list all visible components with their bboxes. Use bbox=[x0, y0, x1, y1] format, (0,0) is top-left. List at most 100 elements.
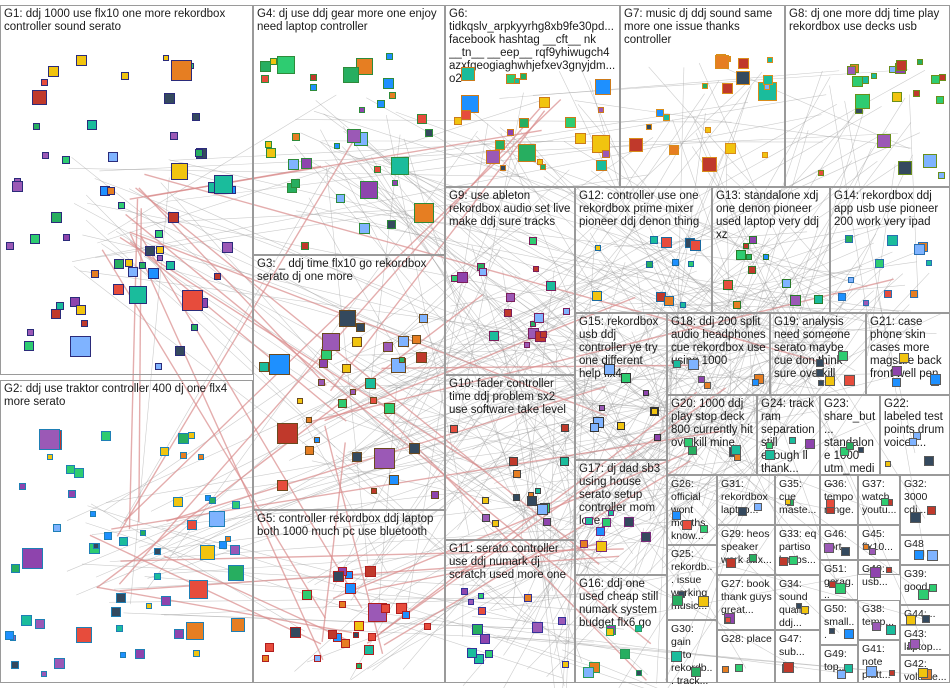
group-box-g5: G5: controller rekordbox ddj laptop both… bbox=[253, 510, 445, 683]
node-icon bbox=[743, 243, 750, 250]
node-icon bbox=[332, 570, 344, 582]
node-icon bbox=[795, 603, 802, 610]
node-icon bbox=[338, 601, 346, 609]
node-icon bbox=[351, 452, 362, 463]
node-icon bbox=[690, 666, 701, 677]
node-icon bbox=[327, 630, 337, 640]
group-box-g30: G30: gain auto rekordb... track... bbox=[667, 620, 717, 687]
node-icon bbox=[116, 593, 127, 604]
node-icon bbox=[735, 70, 750, 85]
node-icon bbox=[642, 389, 649, 396]
node-icon bbox=[163, 93, 175, 105]
node-icon bbox=[687, 358, 699, 370]
node-icon bbox=[41, 151, 49, 159]
node-icon bbox=[921, 614, 930, 623]
node-icon bbox=[68, 490, 77, 499]
group-box-g35: G35: cue maste... bbox=[775, 475, 820, 525]
node-icon bbox=[563, 308, 571, 316]
node-icon bbox=[391, 180, 398, 187]
group-label-g9: G9: use ableton rekordbox audio set live… bbox=[449, 190, 571, 228]
edge bbox=[649, 454, 693, 520]
node-icon bbox=[135, 648, 146, 659]
edge bbox=[844, 100, 926, 557]
node-icon bbox=[467, 599, 474, 606]
edge bbox=[376, 418, 878, 641]
node-icon bbox=[656, 108, 665, 117]
node-icon bbox=[87, 120, 98, 131]
group-label-g48: G48 bbox=[904, 538, 924, 550]
node-icon bbox=[258, 362, 269, 373]
node-icon bbox=[100, 431, 111, 442]
node-icon bbox=[127, 267, 138, 278]
edge bbox=[103, 137, 654, 512]
node-icon bbox=[192, 650, 200, 658]
node-icon bbox=[260, 74, 269, 83]
node-icon bbox=[537, 504, 549, 516]
node-icon bbox=[269, 57, 277, 65]
group-label-g13: G13: standalone xdj one denon pioneer us… bbox=[716, 190, 819, 241]
node-icon bbox=[898, 353, 909, 364]
node-icon bbox=[534, 313, 545, 324]
edge bbox=[592, 267, 883, 532]
node-icon bbox=[816, 359, 825, 368]
node-icon bbox=[530, 321, 537, 328]
edge bbox=[593, 570, 880, 625]
node-icon bbox=[230, 618, 245, 633]
node-icon bbox=[687, 446, 697, 456]
edge bbox=[325, 174, 748, 443]
group-box-g14: G14: rekordbox ddj app usb use pioneer 2… bbox=[830, 187, 950, 313]
node-icon bbox=[292, 133, 301, 142]
node-icon bbox=[604, 363, 616, 375]
node-icon bbox=[461, 67, 476, 82]
node-icon bbox=[40, 671, 47, 678]
node-icon bbox=[539, 164, 546, 171]
group-label-g3: G3: _ ddj time flx10 go rekordbox serato… bbox=[257, 258, 427, 283]
group-label-g7: G7: music dj ddj sound same more one iss… bbox=[624, 8, 773, 46]
group-label-g45: G45: flx10... bbox=[862, 528, 893, 553]
strong-edge bbox=[384, 414, 647, 681]
node-icon bbox=[779, 556, 789, 566]
edge bbox=[730, 340, 759, 465]
node-icon bbox=[565, 117, 577, 129]
node-icon bbox=[491, 520, 499, 528]
group-label-g37: G37: watch youtu... bbox=[862, 478, 897, 516]
node-icon bbox=[535, 487, 542, 494]
node-icon bbox=[30, 234, 41, 245]
strong-edge bbox=[140, 236, 363, 609]
group-label-g31: G31: rekordbox laptop... bbox=[721, 478, 768, 516]
node-icon bbox=[645, 123, 652, 130]
node-icon bbox=[116, 624, 124, 632]
edge bbox=[655, 258, 798, 562]
node-icon bbox=[891, 92, 902, 103]
edge bbox=[629, 99, 869, 371]
node-icon bbox=[359, 180, 378, 199]
node-icon bbox=[837, 669, 847, 679]
edge bbox=[637, 215, 915, 309]
node-icon bbox=[424, 623, 432, 631]
node-icon bbox=[895, 60, 907, 72]
node-icon bbox=[269, 353, 291, 375]
node-icon bbox=[874, 258, 884, 268]
group-box-g49: G49: top... bbox=[820, 645, 858, 683]
edge bbox=[68, 168, 525, 178]
node-icon bbox=[635, 669, 642, 676]
edge bbox=[574, 401, 692, 410]
edge bbox=[745, 401, 846, 512]
edge bbox=[692, 116, 926, 647]
node-icon bbox=[355, 57, 373, 75]
node-icon bbox=[523, 594, 532, 603]
edge bbox=[90, 503, 305, 632]
node-icon bbox=[70, 297, 81, 308]
group-box-g20: G20: 1000 ddj play stop deck 800 current… bbox=[667, 395, 757, 475]
strong-edge bbox=[366, 391, 698, 644]
node-icon bbox=[313, 655, 321, 663]
node-icon bbox=[761, 152, 768, 159]
node-icon bbox=[672, 359, 681, 368]
edge bbox=[574, 100, 912, 149]
node-icon bbox=[399, 357, 406, 364]
node-icon bbox=[731, 445, 742, 456]
node-icon bbox=[344, 582, 356, 594]
node-icon bbox=[725, 558, 736, 569]
edge bbox=[497, 635, 926, 676]
